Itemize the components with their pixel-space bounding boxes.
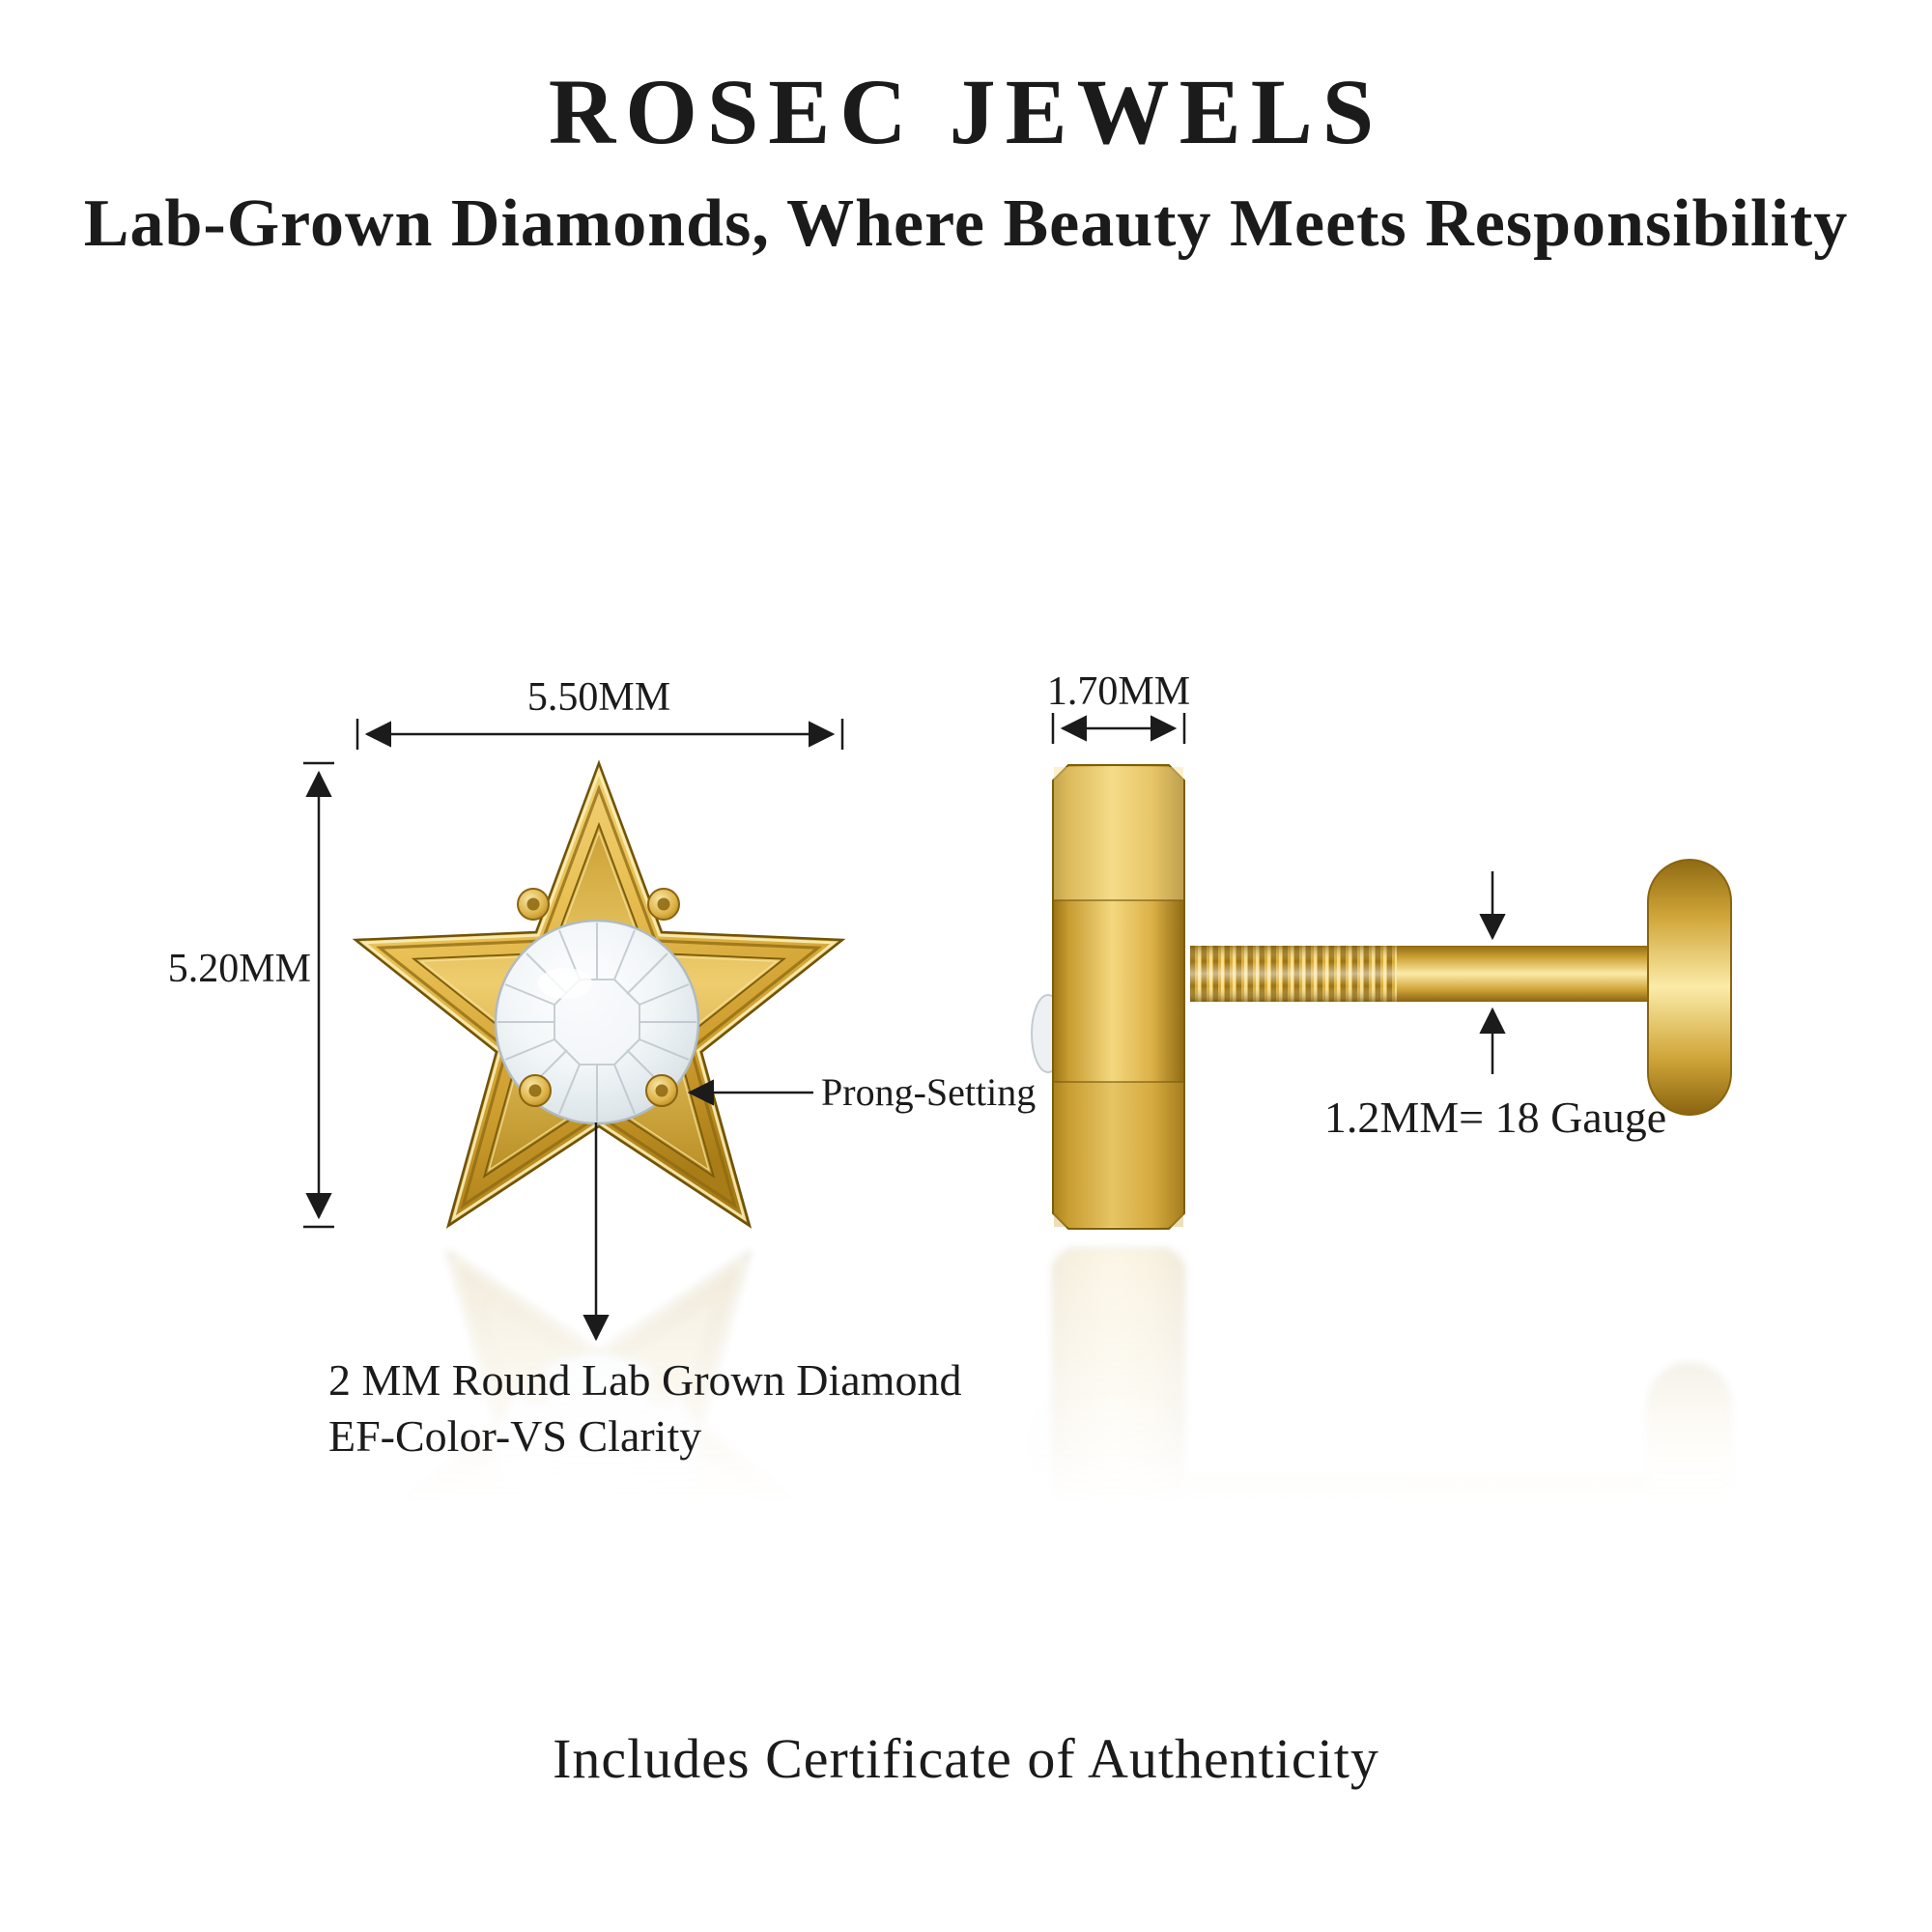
star-earring-side xyxy=(1031,764,1732,1230)
prong-ring xyxy=(645,1074,678,1107)
prong-ring xyxy=(517,888,550,921)
front-height-label: 5.20MM xyxy=(168,947,311,991)
side-width-label: 1.70MM xyxy=(1047,669,1190,714)
front-width-dimension: 5.50MM xyxy=(355,675,844,750)
prong-ring xyxy=(519,1074,552,1107)
flat-back-disc xyxy=(1647,859,1732,1116)
side-width-dimension: 1.70MM xyxy=(1047,669,1190,744)
gauge-callout: 1.2MM= 18 Gauge xyxy=(1324,871,1666,1142)
front-height-dimension: 5.20MM xyxy=(168,761,334,1229)
earring-post xyxy=(1397,946,1650,1002)
gauge-label: 1.2MM= 18 Gauge xyxy=(1324,1093,1666,1142)
reflection xyxy=(354,1248,1732,1717)
diamond-callout: 2 MM Round Lab Grown Diamond EF-Color-VS… xyxy=(328,1122,961,1461)
prong-callout: Prong-Setting xyxy=(687,1070,1036,1114)
front-width-label: 5.50MM xyxy=(527,675,670,720)
side-bar-bottom-facet xyxy=(1054,1082,1183,1227)
diamond-spec-line1: 2 MM Round Lab Grown Diamond xyxy=(328,1355,961,1405)
diamond-sparkle xyxy=(538,968,592,999)
prong-ring xyxy=(647,888,680,921)
certificate-note: Includes Certificate of Authenticity xyxy=(553,1727,1379,1790)
star-earring-front xyxy=(352,759,846,1229)
diamond-spec-line2: EF-Color-VS Clarity xyxy=(328,1411,701,1461)
screw-threads xyxy=(1190,946,1397,1002)
diamond-gem xyxy=(494,919,700,1125)
brand-title: ROSEC JEWELS xyxy=(549,60,1383,163)
prong-setting-label: Prong-Setting xyxy=(821,1070,1036,1114)
side-profile-bar xyxy=(1052,764,1185,1230)
brand-tagline: Lab-Grown Diamonds, Where Beauty Meets R… xyxy=(84,186,1848,261)
side-bar-top-facet xyxy=(1054,767,1183,900)
